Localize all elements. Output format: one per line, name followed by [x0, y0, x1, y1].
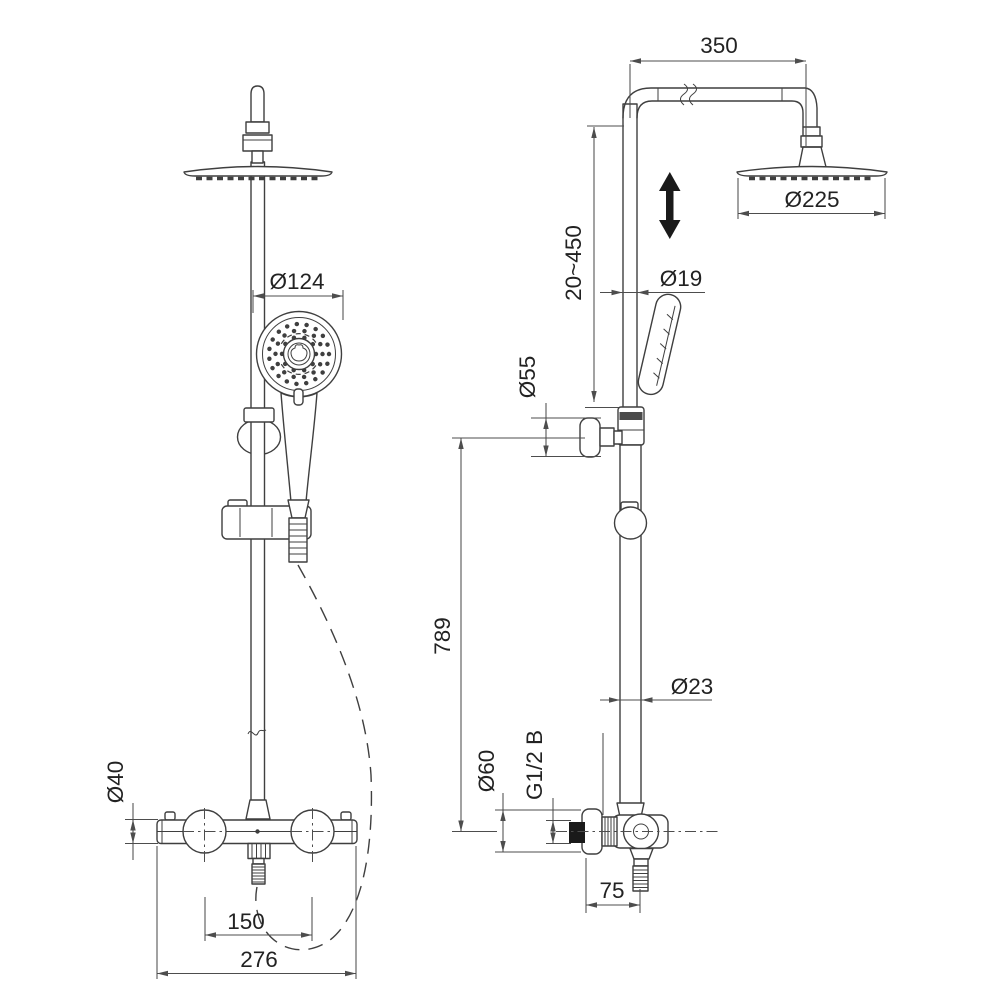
dimension-arm-projection: 350	[629, 33, 807, 146]
mode-lever	[293, 388, 304, 406]
mode-button-logo	[290, 344, 308, 362]
wall-bracket	[579, 417, 623, 458]
dimension-flange-diameter: Ø60	[474, 750, 581, 853]
top-connector-front	[242, 85, 273, 164]
hand-shower-handle	[280, 392, 318, 503]
bracket-diameter-label: Ø55	[515, 356, 540, 399]
dimension-inlet-centres: 150	[204, 897, 313, 941]
side-view: 350 Ø225 20~450 Ø19 Ø55	[430, 33, 888, 913]
outlet-offset-label: 75	[599, 878, 624, 903]
spray-nozzle-ring-outer	[266, 321, 332, 387]
head-diameter-label: Ø225	[784, 187, 839, 212]
slide-rail-clamp	[243, 407, 275, 423]
overhead-shower-head-side	[736, 165, 888, 181]
spray-nozzle-ring-middle	[273, 328, 325, 380]
riser-pipe-lower	[619, 444, 642, 806]
slider-block	[617, 406, 645, 446]
arm-break-symbol	[680, 83, 688, 106]
hose-connector	[287, 499, 310, 563]
dimension-upper-pipe-diameter: Ø19	[600, 266, 705, 296]
riser-pipe-upper	[622, 103, 638, 411]
dimension-column-height: 789	[430, 437, 585, 833]
dimension-outlet-offset: 75	[585, 858, 641, 913]
front-view: Ø124 Ø40 150 276	[103, 85, 373, 979]
locking-knob	[613, 501, 648, 540]
mixer-outlet	[247, 842, 271, 885]
hand-shower-side	[637, 293, 682, 396]
shower-column-pipe-front	[250, 161, 266, 821]
arm-projection-label: 350	[700, 33, 738, 58]
dimension-outlet-thread: G1/2 B	[522, 730, 571, 845]
valve-body-diameter-label: Ø40	[103, 761, 128, 804]
shower-hose	[255, 564, 373, 951]
dimension-height-adjustment-range: 20~450	[561, 125, 624, 409]
supply-thread-block	[569, 822, 585, 843]
mixer-center-mark	[255, 829, 260, 834]
head-ball-joint	[798, 126, 827, 168]
column-height-label: 789	[430, 617, 455, 655]
upper-pipe-diameter-label: Ø19	[660, 266, 703, 291]
height-adjust-arrow-icon	[659, 172, 681, 239]
dimension-hand-shower-diameter: Ø124	[252, 269, 344, 320]
outlet-thread-label: G1/2 B	[522, 730, 547, 800]
shower-arm	[622, 83, 818, 128]
overhead-shower-head-front	[183, 165, 333, 181]
hose-outlet	[629, 847, 654, 892]
inlet-centres-label: 150	[227, 909, 265, 934]
dimension-bracket-diameter: Ø55	[515, 356, 601, 458]
wall-supply-valve	[556, 733, 718, 892]
flange-diameter-label: Ø60	[474, 750, 499, 793]
lower-pipe-diameter-label: Ø23	[671, 674, 714, 699]
thermostatic-mixer-valve	[156, 799, 358, 885]
valve-width-label: 276	[240, 947, 278, 972]
spray-nozzle-ring-inner	[279, 334, 319, 374]
hand-shower-face	[255, 310, 343, 406]
dimension-lower-pipe-diameter: Ø23	[600, 674, 714, 703]
height-adjustment-range-label: 20~450	[561, 225, 586, 301]
dimension-valve-body-diameter: Ø40	[103, 761, 158, 860]
dimension-valve-width: 276	[156, 846, 357, 979]
hand-shower-diameter-label: Ø124	[269, 269, 324, 294]
dimension-head-diameter: Ø225	[737, 178, 886, 219]
pipe-break-symbol	[247, 728, 267, 738]
